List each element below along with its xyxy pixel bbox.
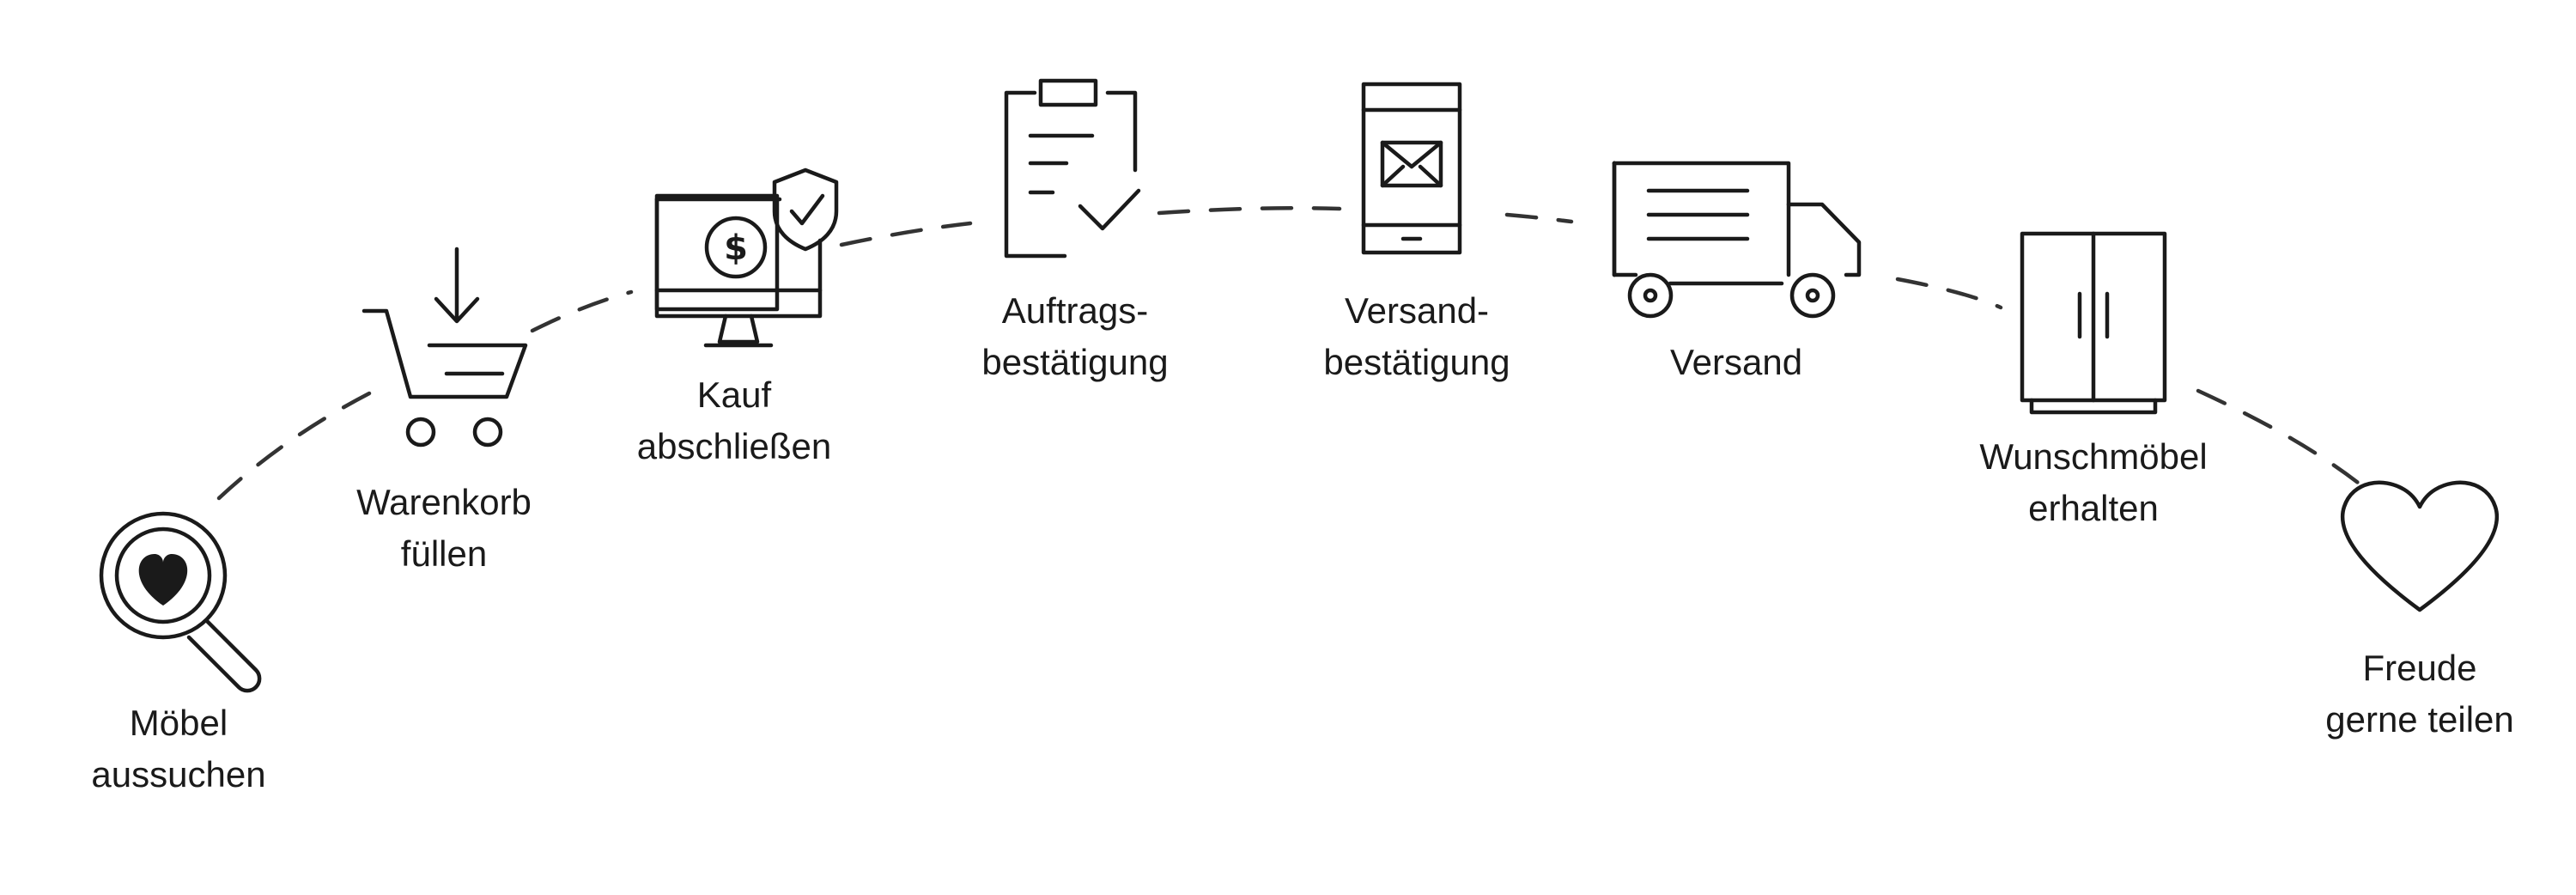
step-label-6: Versand xyxy=(1669,342,1803,382)
svg-text:$: $ xyxy=(724,228,748,268)
clipboard-check-icon xyxy=(1004,78,1141,259)
step-label-1: Möbel aussuchen xyxy=(91,703,266,795)
shopping-cart-icon xyxy=(361,247,528,448)
step-label-5: Versand- bestätigung xyxy=(1323,290,1510,382)
wardrobe-icon xyxy=(2020,231,2167,415)
connector-5 xyxy=(1504,212,1574,224)
connector-2 xyxy=(530,289,634,333)
connector-7 xyxy=(2196,388,2364,488)
step-label-2: Warenkorb füllen xyxy=(356,482,532,574)
step-label-3: Kauf abschließen xyxy=(636,374,832,466)
connector-6 xyxy=(1895,277,2003,310)
step-label-7: Wunschmöbel erhalten xyxy=(1979,436,2208,528)
connector-3 xyxy=(839,221,973,247)
connector-1 xyxy=(216,391,372,501)
connector-4 xyxy=(1157,205,1342,216)
search-heart-icon xyxy=(99,511,262,693)
journey-connector xyxy=(216,205,2364,501)
heart-icon xyxy=(2340,480,2500,612)
step-label-8: Freude gerne teilen xyxy=(2325,648,2514,740)
phone-mail-icon xyxy=(1361,82,1462,255)
step-label-4: Auftrags- bestätigung xyxy=(981,290,1169,382)
delivery-truck-icon xyxy=(1612,161,1862,319)
secure-payment-monitor-icon: $ xyxy=(654,167,839,348)
